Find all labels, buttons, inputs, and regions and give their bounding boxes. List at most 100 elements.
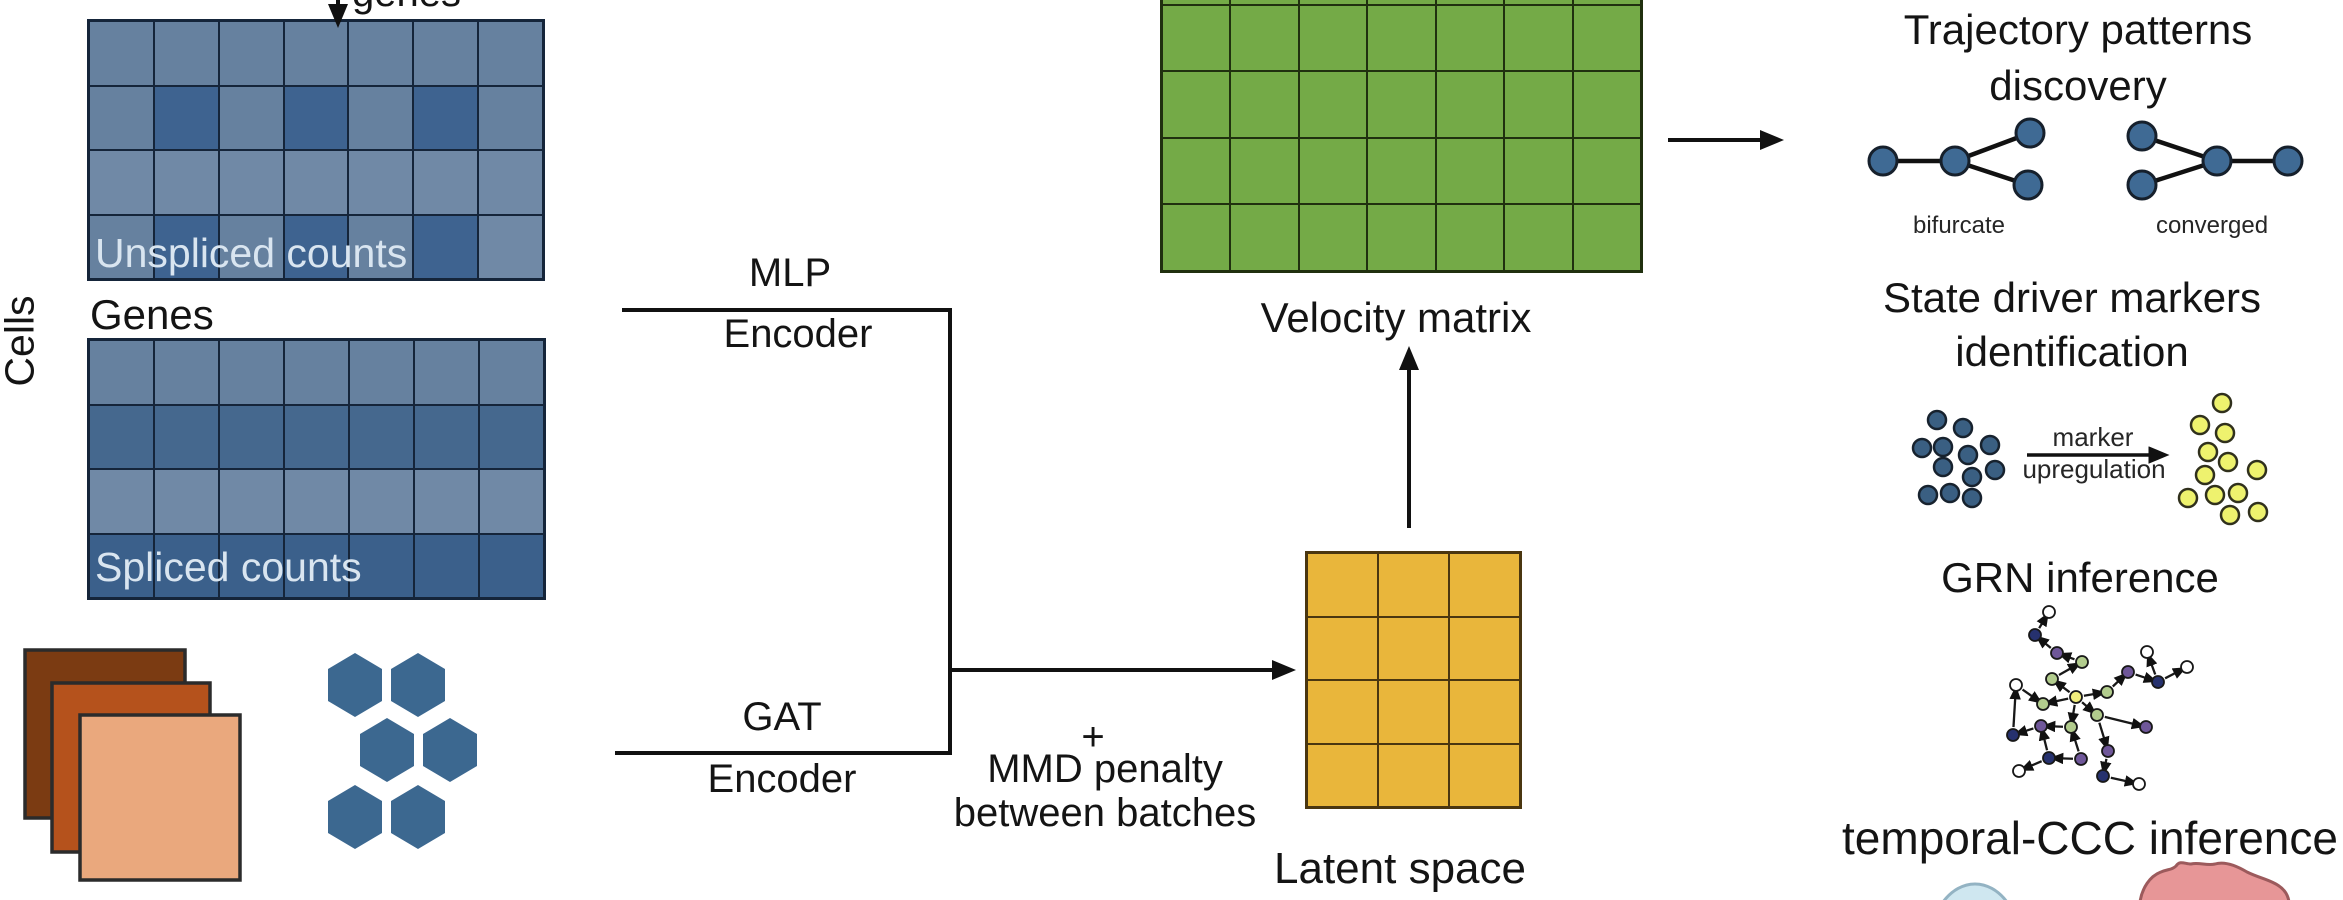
state-title-line2: identification <box>1955 328 2189 375</box>
trajectory-title-line2: discovery <box>1989 62 2167 109</box>
mlp-encoder-label: Encoder <box>723 312 873 356</box>
unspliced-counts-matrix <box>87 19 545 281</box>
yellow-cells-cluster-icon <box>2177 392 2269 526</box>
matrix-cell <box>218 214 284 279</box>
matrix-cell <box>1230 71 1299 138</box>
matrix-cell <box>1307 616 1378 680</box>
spliced-counts-label: Spliced counts <box>95 544 362 590</box>
marker-label: marker <box>2052 422 2134 452</box>
matrix-cell <box>1572 204 1641 271</box>
matrix-cell <box>89 340 154 405</box>
converged-label: converged <box>2155 212 2269 239</box>
converged-diagram <box>2126 120 2304 201</box>
matrix-cell <box>89 533 154 598</box>
matrix-cell <box>218 85 284 150</box>
grn-title: GRN inference <box>1941 554 2219 601</box>
matrix-cell <box>348 85 414 150</box>
matrix-cell <box>284 469 349 534</box>
matrix-cell <box>283 150 349 215</box>
matrix-cell <box>219 533 284 598</box>
cell-blob-blue-icon <box>1942 882 2008 900</box>
matrix-cell <box>89 214 154 279</box>
matrix-cell <box>283 214 349 279</box>
matrix-cell <box>1504 0 1573 5</box>
matrix-cell <box>154 340 219 405</box>
matrix-cell <box>154 533 219 598</box>
matrix-cell <box>1572 137 1641 205</box>
matrix-cell <box>1307 680 1378 744</box>
matrix-cell <box>1298 71 1368 138</box>
genes-top-label: genes <box>352 0 461 14</box>
between-batches-label: between batches <box>953 791 1257 835</box>
matrix-cell <box>1298 4 1368 72</box>
matrix-cell <box>1572 71 1641 138</box>
matrix-cell <box>284 533 349 598</box>
matrix-cell <box>1435 137 1505 205</box>
matrix-cell <box>478 214 543 279</box>
matrix-cell <box>348 150 414 215</box>
matrix-cell <box>153 85 219 150</box>
matrix-cell <box>1162 4 1231 72</box>
mmd-penalty-label: MMD penalty <box>987 747 1223 791</box>
matrix-cell <box>348 214 414 279</box>
matrix-cell <box>219 340 284 405</box>
cells-axis-label: Cells <box>0 295 43 387</box>
matrix-cell <box>284 340 349 405</box>
bifurcate-label: bifurcate <box>1912 212 2006 239</box>
trajectory-title-line1: Trajectory patterns <box>1903 6 2253 53</box>
matrix-cell <box>413 21 479 86</box>
matrix-cell <box>89 469 154 534</box>
matrix-cell <box>479 404 544 469</box>
spliced-counts-matrix <box>87 338 546 600</box>
matrix-cell <box>413 214 479 279</box>
matrix-cell <box>1435 71 1505 138</box>
matrix-cell <box>89 85 154 150</box>
matrix-cell <box>1435 0 1505 5</box>
matrix-cell <box>1367 4 1436 72</box>
matrix-cell <box>413 85 479 150</box>
matrix-cell <box>154 469 219 534</box>
plus-label: + <box>1081 715 1105 759</box>
genes-axis-label: Genes <box>90 291 214 338</box>
matrix-cell <box>1162 0 1231 5</box>
matrix-cell <box>219 469 284 534</box>
matrix-cell <box>348 21 414 86</box>
matrix-cell <box>1572 0 1641 5</box>
matrix-cell <box>1162 71 1231 138</box>
matrix-cell <box>283 85 349 150</box>
matrix-cell <box>1504 71 1573 138</box>
latent-space-grid <box>1305 551 1522 809</box>
matrix-cell <box>413 150 479 215</box>
matrix-cell <box>1504 204 1573 271</box>
matrix-cell <box>1449 680 1520 744</box>
matrix-cell <box>284 404 349 469</box>
batch-squares-icon <box>23 648 242 882</box>
matrix-cell <box>89 21 154 86</box>
matrix-cell <box>1367 137 1436 205</box>
matrix-cell <box>349 404 414 469</box>
velocity-matrix-grid <box>1160 0 1643 273</box>
matrix-cell <box>218 21 284 86</box>
matrix-cell <box>349 533 414 598</box>
matrix-cell <box>1162 137 1231 205</box>
matrix-cell <box>478 85 543 150</box>
spatial-hexagons-icon <box>328 653 477 849</box>
matrix-cell <box>1230 0 1299 5</box>
matrix-cell <box>414 404 479 469</box>
blue-cells-cluster-icon <box>1911 409 2006 509</box>
matrix-cell <box>349 340 414 405</box>
matrix-cell <box>1367 204 1436 271</box>
matrix-cell <box>1449 616 1520 680</box>
matrix-cell <box>414 340 479 405</box>
matrix-cell <box>1298 137 1368 205</box>
grn-network-icon <box>2006 605 2194 791</box>
mlp-label: MLP <box>748 251 832 295</box>
velocity-matrix-label: Velocity matrix <box>1260 294 1532 341</box>
bifurcate-diagram <box>1867 117 2046 201</box>
matrix-cell <box>1378 553 1449 617</box>
matrix-cell <box>89 150 154 215</box>
matrix-cell <box>1307 553 1378 617</box>
matrix-cell <box>1449 743 1520 807</box>
matrix-cell <box>1230 204 1299 271</box>
